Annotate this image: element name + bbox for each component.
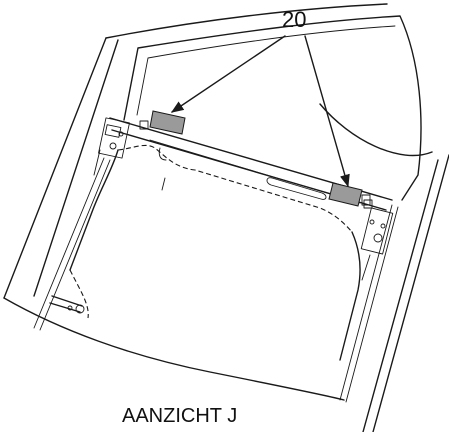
upper-panel-outline [123,15,422,201]
tub-outline-right [339,231,361,361]
hinge-left [93,117,130,176]
cross-beam-inner [149,139,361,204]
frame-left-outer [3,37,107,299]
frame-right-inner [362,159,439,432]
frame-left-rail-2 [33,157,105,329]
frame-right-rail [339,204,393,401]
tub-hidden-edge-left [117,144,353,233]
support-arm [49,295,85,314]
beam-clip-left [139,120,149,130]
tub-tick-1 [161,177,166,191]
view-label: AANZICHT J [122,405,238,427]
frame-right-rail-2 [345,206,399,403]
frame-left-rail [39,159,111,331]
section-cut-bottom [3,297,345,401]
frame-right-outer [372,154,449,432]
pad-left [149,110,186,135]
upper-panel-inner [136,25,396,116]
pad-right [328,182,363,207]
tub-hidden-edge-lower [69,269,89,319]
callout-number: 20 [282,7,307,32]
beam-slot [266,177,327,200]
leader-arrow-left [170,35,286,113]
tub-outline-left [69,149,119,271]
beam-clip-right [363,199,373,209]
tub-tick-2 [158,147,167,161]
section-cut-top [319,103,433,157]
frame-left-inner [33,39,119,297]
leader-arrow-right [304,35,350,188]
frame-top-edge [105,3,388,39]
